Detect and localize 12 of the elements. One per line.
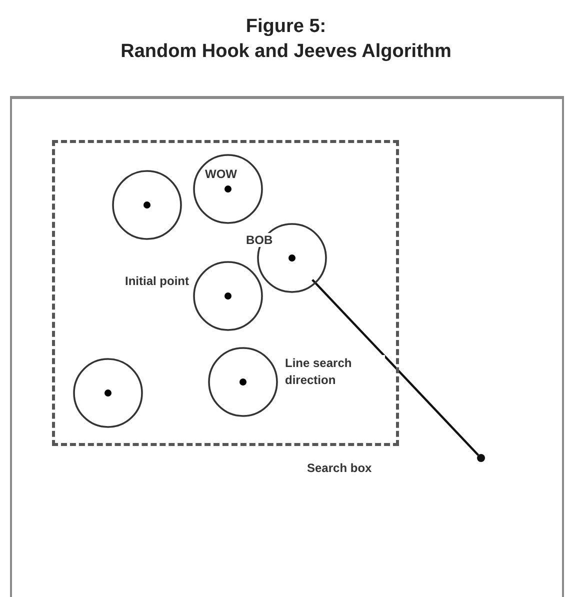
- end-point-dot: [476, 453, 486, 463]
- figure-title: Figure 5: Random Hook and Jeeves Algorithm: [120, 15, 452, 64]
- circle-with-center-dot: [73, 358, 143, 428]
- box-label: Search box: [307, 461, 372, 475]
- search-line: [312, 278, 480, 456]
- point-label: BOB: [246, 233, 273, 247]
- circle-with-center-dot: [208, 347, 278, 417]
- point-label: Initial point: [125, 274, 189, 288]
- point-label: WOW: [205, 167, 237, 181]
- circle-with-center-dot: [193, 154, 263, 224]
- circle-with-center-dot: [112, 170, 182, 240]
- circle-with-center-dot: [193, 261, 263, 331]
